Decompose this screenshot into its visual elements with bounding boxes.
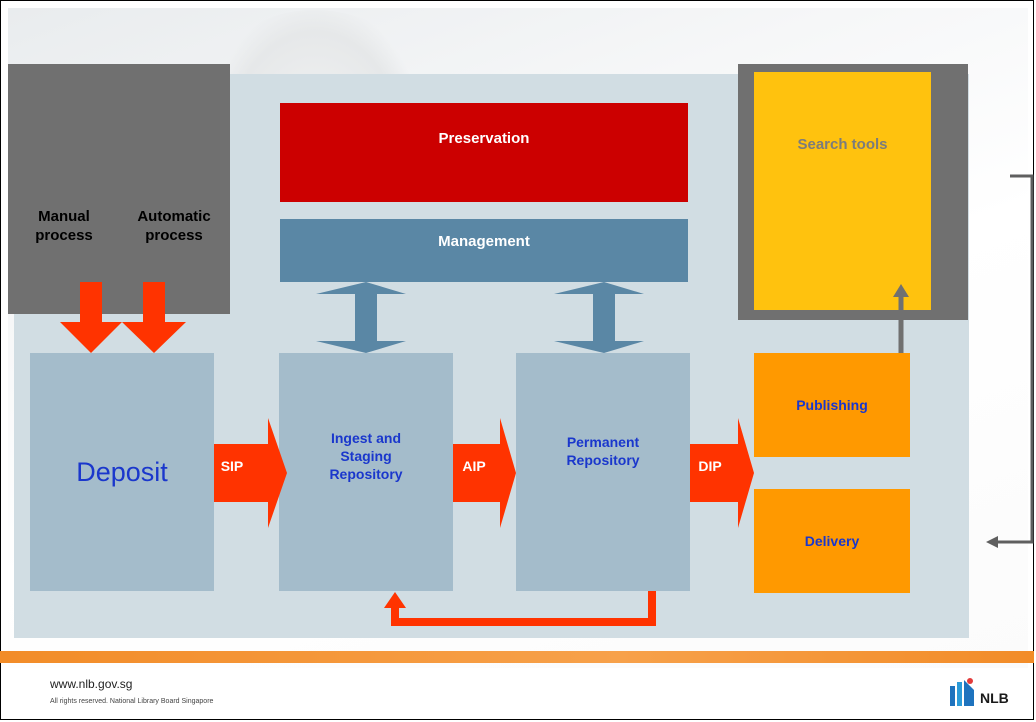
nlb-logo-icon (950, 678, 974, 706)
dip-label: DIP (698, 458, 722, 474)
manual-down-arrow (60, 282, 122, 353)
automatic-down-arrow (122, 282, 186, 353)
management-box: Management (280, 219, 688, 282)
sip-label: SIP (220, 458, 244, 474)
search-tools-box: Search tools (754, 72, 931, 310)
footer-rights: All rights reserved. National Library Bo… (50, 698, 214, 705)
footer-url: www.nlb.gov.sg (50, 677, 133, 691)
feedback-arrow-head (384, 592, 406, 608)
dip-arrow (690, 418, 754, 528)
bracket-line (998, 174, 1034, 544)
publishing-box: Publishing (754, 353, 910, 457)
feedback-arrow-line (391, 591, 656, 626)
ingest-staging-repository-box: Ingest and Staging Repository (279, 353, 453, 591)
deposit-box: Deposit (30, 353, 214, 591)
aip-arrow (453, 418, 516, 528)
automatic-process-label: Automatic process (137, 208, 211, 244)
preservation-box: Preservation (280, 103, 688, 202)
permanent-management-double-arrow (554, 282, 644, 353)
aip-label: AIP (462, 458, 486, 474)
publishing-to-search-head (893, 284, 909, 297)
sip-arrow (214, 418, 287, 528)
deposit-process-area (8, 64, 230, 314)
bracket-arrow-head (986, 536, 998, 548)
delivery-box: Delivery (754, 489, 910, 593)
manual-process-label: Manual process (35, 208, 93, 244)
permanent-repository-box: Permanent Repository (516, 353, 690, 591)
footer-divider (0, 651, 1034, 663)
ingest-management-double-arrow (316, 282, 406, 353)
nlb-logo-text: NLB (980, 690, 1009, 706)
